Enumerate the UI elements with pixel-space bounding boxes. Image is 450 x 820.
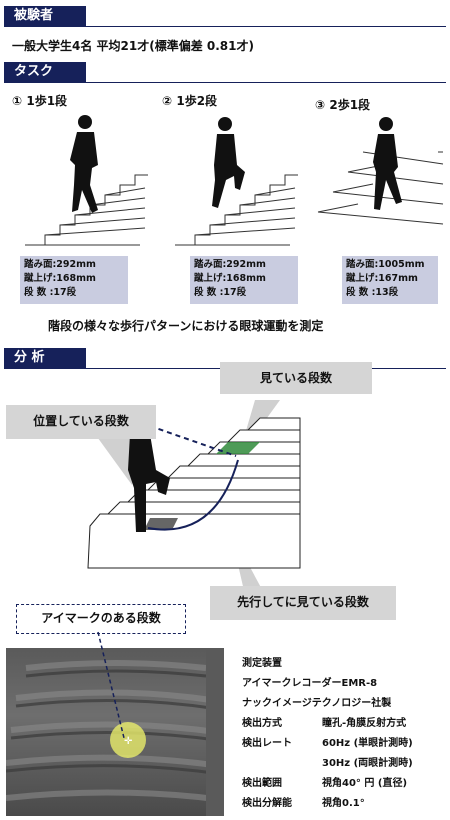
section-divider — [4, 26, 446, 27]
callout-looking-step: 見ている段数 — [220, 362, 372, 394]
stair-illustration-1 — [25, 115, 148, 246]
task-label-2: ② 1歩2段 — [162, 94, 218, 108]
device-model: アイマークレコーダーEMR-8 — [242, 678, 378, 689]
riser-value: 蹴上げ:167mm — [346, 273, 418, 284]
device-maker: ナックイメージテクノロジー社製 — [242, 698, 392, 709]
eyemark-pointer — [97, 631, 125, 739]
spec-method-value: 瞳孔-角膜反射方式 — [322, 718, 407, 729]
eyemark-label-box: アイマークのある段数 — [16, 604, 186, 634]
steps-value: 段 数 :17段 — [24, 287, 77, 298]
current-step-highlight — [144, 518, 178, 530]
spec-rate-value-2: 30Hz (両眼計測時) — [322, 758, 413, 769]
section-header-analysis: 分 析 — [4, 348, 86, 368]
spec-resolution-label: 検出分解能 — [242, 798, 292, 809]
tread-value: 踏み面:1005mm — [346, 259, 425, 270]
gaze-analysis-diagram — [87, 400, 301, 595]
spec-resolution-value: 視角0.1° — [322, 798, 365, 809]
spec-method-label: 検出方式 — [242, 718, 282, 729]
tread-value: 踏み面:292mm — [24, 259, 96, 270]
riser-value: 蹴上げ:168mm — [194, 273, 266, 284]
task-caption: 階段の様々な歩行パターンにおける眼球運動を測定 — [48, 319, 324, 333]
spec-rate-label: 検出レート — [242, 738, 292, 749]
spec-range-label: 検出範囲 — [242, 778, 282, 789]
spec-range-value: 視角40° 円 (直径) — [322, 778, 408, 789]
stair-illustration-2 — [175, 117, 298, 246]
looked-step-highlight — [216, 442, 260, 454]
section-divider — [4, 82, 446, 83]
steps-value: 段 数 :17段 — [194, 287, 247, 298]
task-params-1: 踏み面:292mm 蹴上げ:168mm 段 数 :17段 — [20, 256, 128, 304]
section-header-task: タスク — [4, 62, 86, 82]
callout-current-step: 位置している段数 — [6, 405, 156, 439]
section-header-subjects: 被験者 — [4, 6, 86, 26]
camera-stair-scene: ✛ — [6, 648, 224, 816]
spec-rate-value-1: 60Hz (単眼計測時) — [322, 738, 413, 749]
task-label-1: ① 1歩1段 — [12, 94, 68, 108]
subjects-description: 一般大学生4名 平均21才(標準偏差 0.81才) — [12, 39, 254, 53]
device-heading: 測定装置 — [242, 658, 282, 669]
gaze-dashed-line — [149, 425, 237, 457]
eyemark-camera-image: ✛ — [6, 648, 224, 816]
svg-text:✛: ✛ — [124, 736, 133, 747]
steps-value: 段 数 :13段 — [346, 287, 399, 298]
eyemark-spot — [110, 722, 146, 758]
task-label-3: ③ 2歩1段 — [315, 98, 371, 112]
task-params-2: 踏み面:292mm 蹴上げ:168mm 段 数 :17段 — [190, 256, 298, 304]
task-params-3: 踏み面:1005mm 蹴上げ:167mm 段 数 :13段 — [342, 256, 438, 304]
gaze-arc — [147, 459, 239, 531]
riser-value: 蹴上げ:168mm — [24, 273, 96, 284]
stair-illustration-3 — [317, 117, 444, 225]
callout-ahead-step: 先行してに見ている段数 — [210, 586, 396, 620]
tread-value: 踏み面:292mm — [194, 259, 266, 270]
